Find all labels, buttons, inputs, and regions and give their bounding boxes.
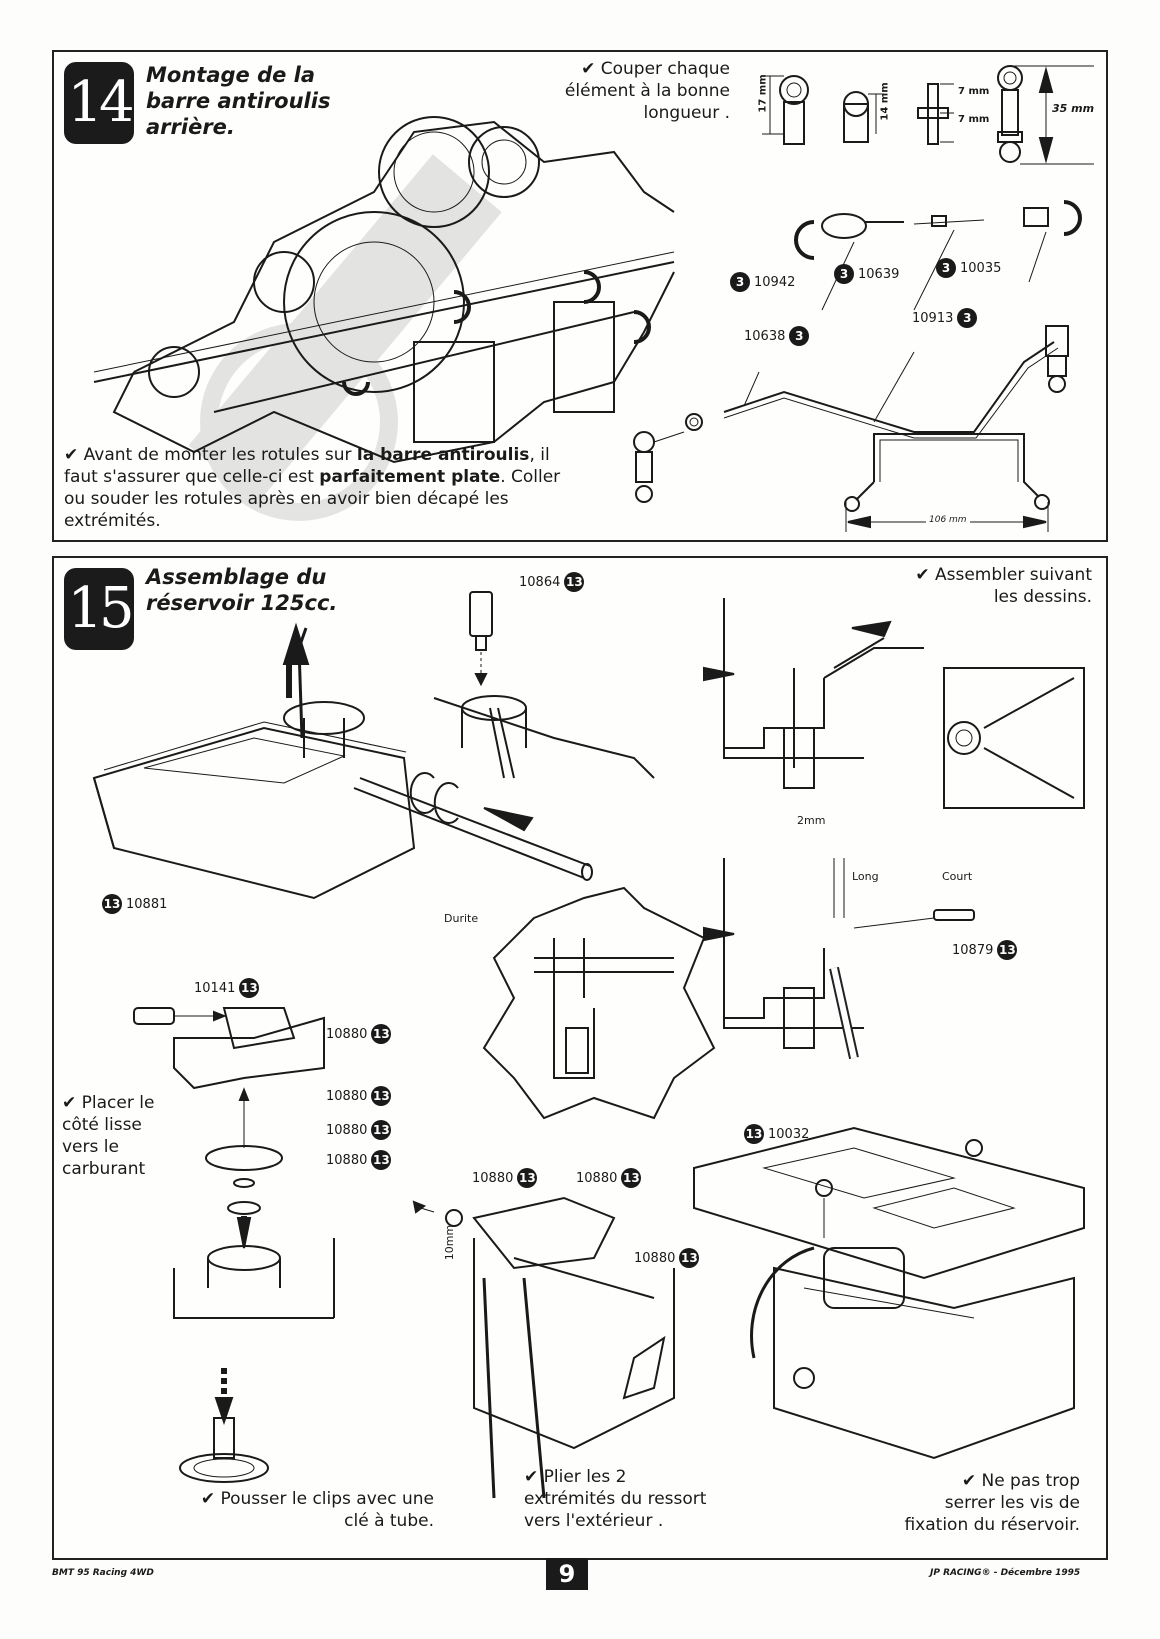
step-title: Assemblage du réservoir 125cc. [146,565,338,615]
dimension-7mm-bottom: 7 mm [958,114,990,125]
dimension-7mm-top: 7 mm [958,86,990,97]
tank-mounting-plate-illustration [693,1126,1085,1460]
filter-insertion-illustration [433,591,655,779]
gearbox-assembly-illustration [93,116,675,464]
court-label: Court [942,870,973,883]
step-14-panel: 14 Montage de la barre antiroulis arrièr… [52,50,1108,542]
step-number-badge: 15 [64,568,135,650]
gap-2mm-label: 2mm [797,814,826,827]
rod-end-dimension-diagrams [762,65,1094,165]
height-10mm-label: 10mm [443,1224,457,1261]
dimension-106mm: 106 mm [926,515,970,525]
flat-bar-gauge-illustration [844,433,1050,532]
durite-label: Durite [444,912,479,925]
spring-assembly-illustration [412,1196,675,1499]
tank-cap-exploded-illustration [133,1007,335,1483]
push-clip-note: ✔ Pousser le clips avec une clé à tube. [200,1489,434,1531]
page-number: 9 [546,1558,588,1590]
dimension-14mm: 14 mm [879,82,891,121]
dimension-17mm: 17 mm [757,74,769,113]
fuel-tank-illustration [92,622,593,900]
step-title: Montage de la barre antiroulis arrière. [146,63,331,139]
antiroll-bar-note: ✔ Avant de monter les rotules sur la bar… [64,445,561,531]
dimension-35mm: 35 mm [1052,102,1095,115]
smooth-side-note: ✔ Placer le côté lisse vers le carburant [62,1093,155,1179]
footer-model-name: BMT 95 Racing 4WD [52,1568,154,1578]
assemble-note: ✔ Assembler suivant les dessins. [915,565,1092,607]
antiroll-bar-illustration [633,325,1069,503]
step-15-panel: 15 Assemblage du réservoir 125cc. ✔ Asse… [52,556,1108,1560]
footer-publisher: JP RACING® - Décembre 1995 [930,1568,1081,1578]
long-label: Long [852,870,879,883]
tighten-screws-note: ✔ Ne pas trop serrer les vis de fixation… [904,1471,1080,1535]
tank-section-views [703,598,1085,1060]
bend-spring-note: ✔ Plier les 2 extrémités du ressort vers… [524,1467,707,1531]
detail-callout-star [482,886,716,1120]
cut-length-note: ✔ Couper chaque élément à la bonne longu… [564,59,730,123]
step-number-badge: 14 [64,62,135,144]
